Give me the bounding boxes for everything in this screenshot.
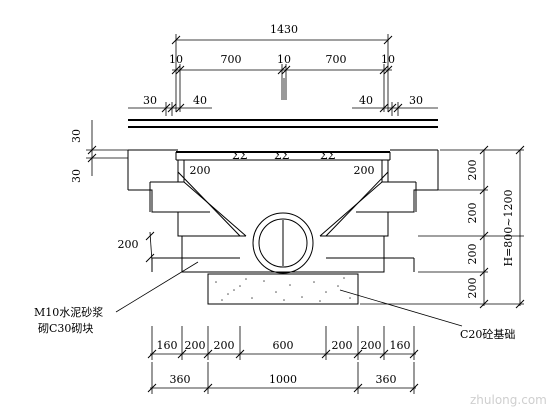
bot2-1000: 1000 <box>269 373 297 386</box>
inner-200-left: 200 <box>190 164 211 177</box>
bot1-200-d: 200 <box>361 339 382 352</box>
concrete-base <box>207 273 359 305</box>
base-callout: C20砼基础 <box>339 289 515 341</box>
bot1-160-right: 160 <box>390 339 411 352</box>
grate-mark-3: ΣΣ <box>320 149 336 162</box>
pipe <box>252 212 314 274</box>
right-vertical-dimensions: 200 200 200 200 H=800~1200 <box>360 145 525 309</box>
left-30-bottom: 30 <box>70 169 83 183</box>
grate-mark-2: ΣΣ <box>274 149 290 162</box>
left-200-label: 200 <box>118 238 139 251</box>
right-200-d: 200 <box>466 278 479 299</box>
seg-700-left: 700 <box>221 53 242 66</box>
watermark: zhulong.com <box>470 393 547 407</box>
seg-700-right: 700 <box>326 53 347 66</box>
edge-30-right: 30 <box>409 94 423 107</box>
bot1-160-left: 160 <box>157 339 178 352</box>
base-label: C20砼基础 <box>460 328 515 341</box>
top-edge-dimension: 30 40 40 30 <box>128 94 438 116</box>
top-overall-dimension: 1430 <box>171 23 393 112</box>
left-wall <box>128 160 247 273</box>
mortar-callout: M10水泥砂浆 砌C30砌块 <box>34 261 199 335</box>
right-200-b: 200 <box>466 203 479 224</box>
edge-40-right: 40 <box>359 94 373 107</box>
bottom-dimension-row2: 360 1000 360 <box>147 362 419 394</box>
seg-10-left: 10 <box>169 53 183 66</box>
right-200-c: 200 <box>466 244 479 265</box>
right-wall <box>319 160 438 273</box>
left-side-dimension: 200 <box>118 231 155 263</box>
mortar-label-line1: M10水泥砂浆 <box>34 305 103 319</box>
bot1-600: 600 <box>273 339 294 352</box>
grate-mark-1: ΣΣ <box>232 149 248 162</box>
bot1-200-c: 200 <box>332 339 353 352</box>
cover-slab: ΣΣ ΣΣ ΣΣ <box>127 119 439 190</box>
height-range-label: H=800~1200 <box>502 189 515 266</box>
bot1-200-a: 200 <box>185 339 206 352</box>
overall-width-label: 1430 <box>270 23 298 36</box>
top-segment-dimension: 10 700 10 700 10 <box>169 53 395 112</box>
seg-10-mid: 10 <box>277 53 291 66</box>
bot2-360-left: 360 <box>170 373 191 386</box>
left-30-top: 30 <box>70 129 83 143</box>
edge-40-left: 40 <box>193 94 207 107</box>
inner-200-right: 200 <box>354 164 375 177</box>
bot2-360-right: 360 <box>376 373 397 386</box>
seg-10-right: 10 <box>381 53 395 66</box>
bot1-200-b: 200 <box>214 339 235 352</box>
bottom-dimension-row1: 160 200 200 600 200 200 160 <box>147 326 419 360</box>
mortar-label-line2: 砌C30砌块 <box>38 322 93 335</box>
left-vertical-dimension: 30 30 <box>70 120 128 183</box>
edge-30-left: 30 <box>143 94 157 107</box>
right-200-a: 200 <box>466 160 479 181</box>
